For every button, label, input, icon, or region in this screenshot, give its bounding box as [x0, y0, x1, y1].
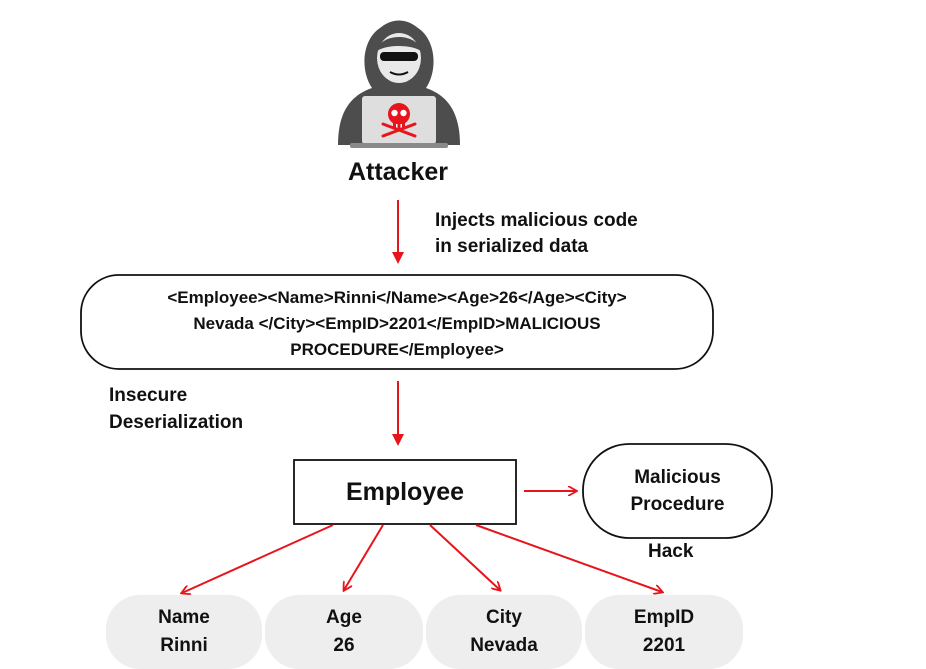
field-arrow-name	[182, 524, 334, 593]
deserialization-label: Insecure Deserialization	[109, 382, 243, 436]
field-empid-value: 2201	[642, 635, 686, 656]
malicious-procedure-label: Malicious Procedure	[583, 444, 772, 538]
inject-label: Injects malicious code in serialized dat…	[435, 208, 638, 260]
field-name-value: Rinni	[160, 635, 208, 656]
employee-object-box	[293, 459, 517, 525]
hacker-icon	[338, 20, 460, 148]
field-arrow-age	[344, 524, 384, 590]
field-arrow-city	[429, 524, 500, 590]
serialized-line2: Nevada </City><EmpID>2201</EmpID>MALICIO…	[193, 314, 601, 333]
malicious-procedure-line1: Malicious	[634, 467, 721, 488]
hack-label: Hack	[648, 541, 694, 562]
serialized-line1: <Employee><Name>Rinni</Name><Age>26</Age…	[167, 288, 627, 307]
field-pill-age: Age 26	[265, 595, 423, 669]
field-arrow-empid	[475, 524, 662, 592]
deserialization-line1: Insecure	[109, 385, 188, 406]
field-pill-city: City Nevada	[426, 595, 582, 669]
malicious-procedure-box	[582, 443, 773, 539]
field-name-label: Name	[158, 607, 210, 628]
inject-label-line2: in serialized data	[435, 236, 589, 257]
field-city-value: Nevada	[470, 635, 538, 656]
employee-object-label: Employee	[345, 477, 465, 506]
serialized-data-text: <Employee><Name>Rinni</Name><Age>26</Age…	[81, 285, 713, 363]
deserialization-line2: Deserialization	[109, 412, 244, 433]
field-pill-empid: EmpID 2201	[585, 595, 743, 669]
skull-icon	[381, 103, 417, 138]
inject-label-line1: Injects malicious code	[435, 210, 638, 231]
field-age-value: 26	[333, 635, 355, 656]
serialized-line3: PROCEDURE</Employee>	[290, 340, 504, 359]
malicious-procedure-line2: Procedure	[630, 494, 725, 515]
field-pill-name: Name Rinni	[106, 595, 262, 669]
field-city-label: City	[486, 607, 522, 628]
serialized-data-box	[80, 274, 714, 370]
field-empid-label: EmpID	[633, 607, 695, 628]
field-age-label: Age	[326, 607, 362, 628]
attacker-label: Attacker	[347, 158, 449, 186]
